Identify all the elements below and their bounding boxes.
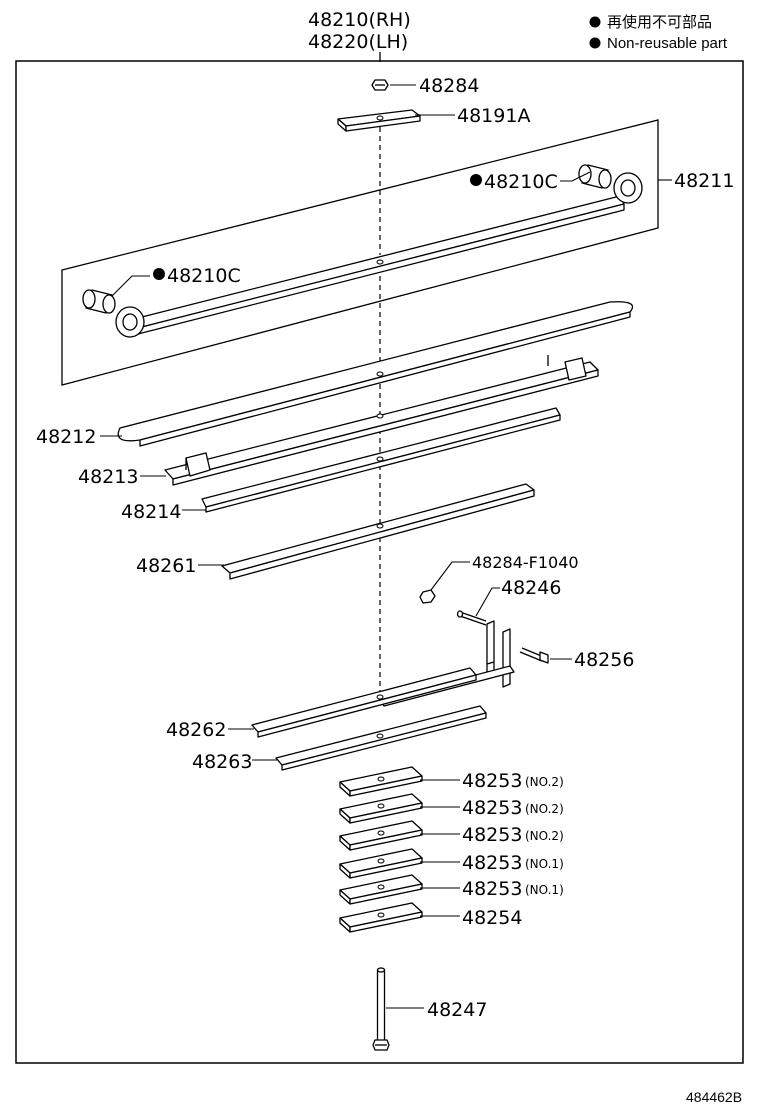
spacer-5 <box>339 874 423 905</box>
leader-bolt-short <box>475 587 500 617</box>
bushing-right <box>578 164 612 189</box>
callout-leaf-48261: 48261 <box>136 555 196 577</box>
nut-top <box>371 79 389 91</box>
spacer-6 <box>339 902 423 933</box>
center-bolt <box>372 967 390 1051</box>
bushing-left <box>82 289 116 314</box>
callout-spacer-5: 48253 <box>462 878 522 900</box>
callout-spacer-2: 48253 <box>462 797 522 819</box>
callout-nut-clamp: 48284-F1040 <box>472 553 579 572</box>
assembly-number-rh: 48210(RH) <box>308 9 411 31</box>
legend-en-text: Non-reusable part <box>607 35 728 52</box>
callout-nut-top: 48284 <box>419 75 479 97</box>
filled-circle-icon <box>470 174 482 186</box>
callout-bushing-left: 48210C <box>167 265 241 287</box>
main-leaf <box>115 172 643 338</box>
callout-center-bolt: 48247 <box>427 999 487 1021</box>
leaf-48213 <box>164 355 599 486</box>
figure-id: 484462B <box>686 1089 742 1105</box>
callout-spacer-1: 48253 <box>462 770 522 792</box>
bolt-short <box>456 610 487 626</box>
callout-spacer-4: 48253 <box>462 852 522 874</box>
spacer-2 <box>339 793 423 824</box>
bolt-clamp <box>519 647 549 664</box>
leader-bushing-left <box>111 275 150 297</box>
plate-top <box>337 109 421 132</box>
leader-bushing-right <box>560 171 591 182</box>
main-leaf-group-outline <box>61 119 659 386</box>
callout-spacer-1-note: (NO.2) <box>525 775 564 789</box>
assembly-number-lh: 48220(LH) <box>308 31 408 53</box>
callout-spacer-3-note: (NO.2) <box>525 829 564 843</box>
spacer-4 <box>339 848 423 879</box>
diagram-frame <box>15 60 744 1064</box>
nut-clamp <box>419 589 436 604</box>
leaf-48263 <box>275 705 487 771</box>
legend: 再使用不可部品 Non-reusable part <box>589 14 728 52</box>
callout-bolt-clamp: 48256 <box>574 649 634 671</box>
callout-spacer-4-note: (NO.1) <box>525 857 564 871</box>
callout-main-leaf: 48211 <box>674 170 734 192</box>
filled-circle-icon <box>589 37 601 49</box>
callout-bolt-short: 48246 <box>501 577 561 599</box>
leaf-48261 <box>221 483 535 580</box>
callout-leaf-48262: 48262 <box>166 719 226 741</box>
filled-circle-icon <box>589 16 601 28</box>
callout-leaf-48212: 48212 <box>36 426 96 448</box>
spacer-3 <box>339 820 423 851</box>
callout-spacer-2-note: (NO.2) <box>525 802 564 816</box>
leaf-48214 <box>201 407 561 513</box>
callout-spacer-6: 48254 <box>462 907 522 929</box>
callout-leaf-48263: 48263 <box>192 751 252 773</box>
callout-spacer-3: 48253 <box>462 824 522 846</box>
spacer-1 <box>339 766 423 797</box>
callout-bushing-right: 48210C <box>484 171 558 193</box>
legend-jp-text: 再使用不可部品 <box>607 14 712 31</box>
callout-leaf-48213: 48213 <box>78 466 138 488</box>
callout-leaf-48214: 48214 <box>121 501 181 523</box>
callout-spacer-5-note: (NO.1) <box>525 883 564 897</box>
callout-plate-top: 48191A <box>457 105 530 127</box>
leader-nut-clamp <box>430 561 470 591</box>
filled-circle-icon <box>153 268 165 280</box>
leaf-48262 <box>251 667 477 738</box>
leaf-48212 <box>117 301 634 447</box>
